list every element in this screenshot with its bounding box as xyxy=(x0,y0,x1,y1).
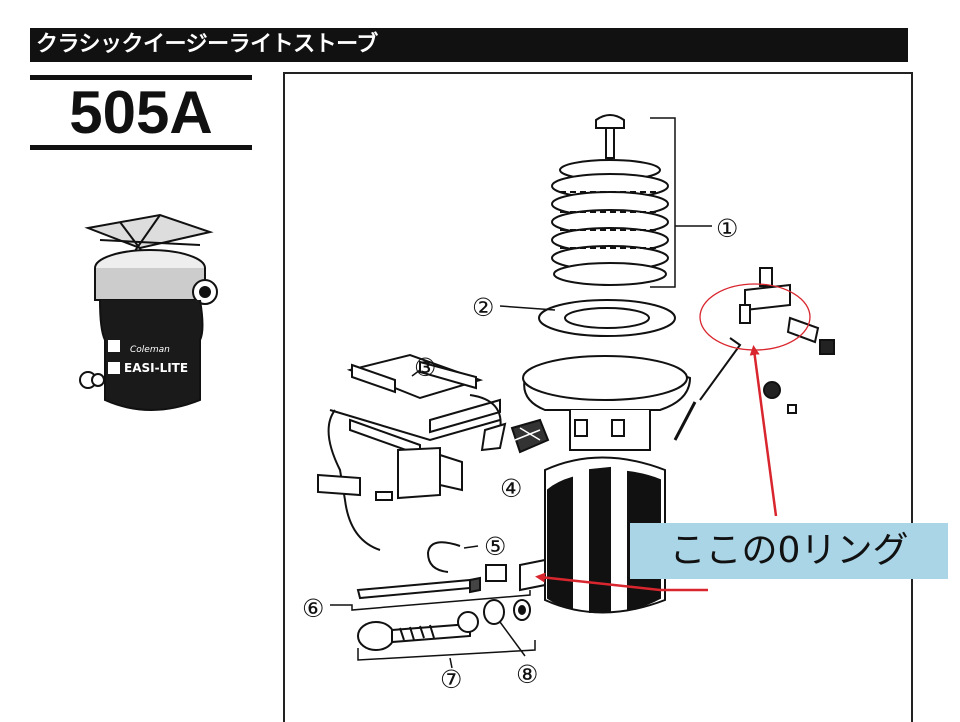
arrow-to-pump xyxy=(535,572,708,592)
part-6-needle xyxy=(356,564,507,600)
part-label-4: ④ xyxy=(500,474,522,503)
part-label-6: ⑥ xyxy=(302,594,324,623)
model-number: 505A xyxy=(69,79,213,146)
diagram-frame xyxy=(283,72,913,722)
part-3-grate xyxy=(317,353,507,551)
part-2-ring xyxy=(538,299,676,337)
valve-assembly xyxy=(673,267,835,441)
part-5-clip xyxy=(426,541,461,573)
model-rule-top xyxy=(30,75,252,80)
stove-thumbnail xyxy=(79,213,218,411)
oring-callout: ここの0リング xyxy=(630,523,948,579)
part-label-7: ⑦ xyxy=(440,665,462,694)
stove-brand-label: Coleman xyxy=(130,345,170,355)
part-label-1: ① xyxy=(716,214,738,243)
model-rule-bottom xyxy=(30,145,252,150)
part-1-bracket xyxy=(650,117,676,288)
part-7-pump xyxy=(357,611,479,651)
stove-name-label: EASI-LITE xyxy=(124,361,188,375)
part-label-3: ③ xyxy=(414,353,436,382)
part-label-5: ⑤ xyxy=(484,532,506,561)
arrow-to-valve xyxy=(749,345,778,517)
part-8-washer xyxy=(483,599,531,625)
page-title: クラシックイージーライトストーブ xyxy=(30,28,908,62)
part-1-burner-stack xyxy=(551,114,669,286)
part-label-8: ⑧ xyxy=(516,660,538,689)
part-label-2: ② xyxy=(472,293,494,322)
part-4-nut xyxy=(510,418,550,454)
